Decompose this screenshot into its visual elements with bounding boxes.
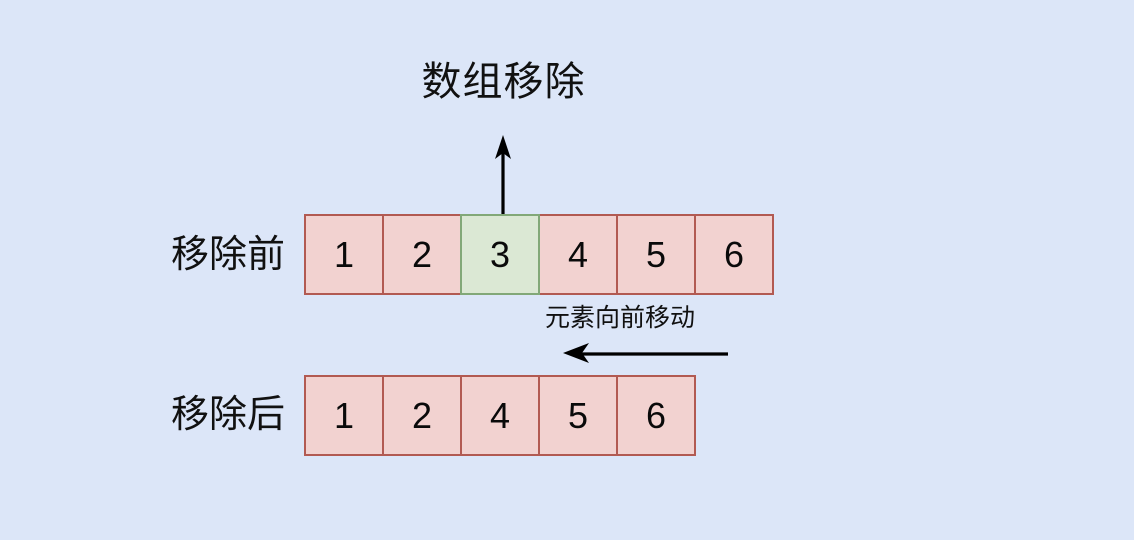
- shift-left-arrow: [556, 338, 731, 370]
- array-cell[interactable]: 2: [382, 214, 462, 295]
- cell-value: 6: [645, 394, 667, 436]
- row-label-after: 移除后: [170, 394, 285, 436]
- array-cell[interactable]: 1: [304, 375, 384, 456]
- array-before: 1 2 3 4 5 6: [304, 214, 774, 295]
- array-cell[interactable]: 1: [304, 214, 384, 295]
- array-cell[interactable]: 5: [538, 375, 618, 456]
- array-cell[interactable]: 4: [460, 375, 540, 456]
- cell-value: 2: [411, 233, 433, 275]
- array-cell[interactable]: 6: [616, 375, 696, 456]
- shift-note-label: 元素向前移动: [545, 304, 696, 332]
- array-cell-highlighted[interactable]: 3: [460, 214, 540, 295]
- array-after: 1 2 4 5 6: [304, 375, 696, 456]
- cell-value: 4: [489, 394, 511, 436]
- page-title: 数组移除: [421, 60, 586, 104]
- cell-value: 1: [333, 394, 355, 436]
- array-cell[interactable]: 5: [616, 214, 696, 295]
- cell-value: 3: [489, 233, 511, 275]
- cell-value: 5: [567, 394, 589, 436]
- cell-value: 1: [333, 233, 355, 275]
- array-cell[interactable]: 4: [538, 214, 618, 295]
- removal-up-arrow: [468, 133, 538, 218]
- cell-value: 5: [645, 233, 667, 275]
- cell-value: 6: [723, 233, 745, 275]
- cell-value: 4: [567, 233, 589, 275]
- array-cell[interactable]: 2: [382, 375, 462, 456]
- array-cell[interactable]: 6: [694, 214, 774, 295]
- cell-value: 2: [411, 394, 433, 436]
- row-label-before: 移除前: [170, 234, 285, 276]
